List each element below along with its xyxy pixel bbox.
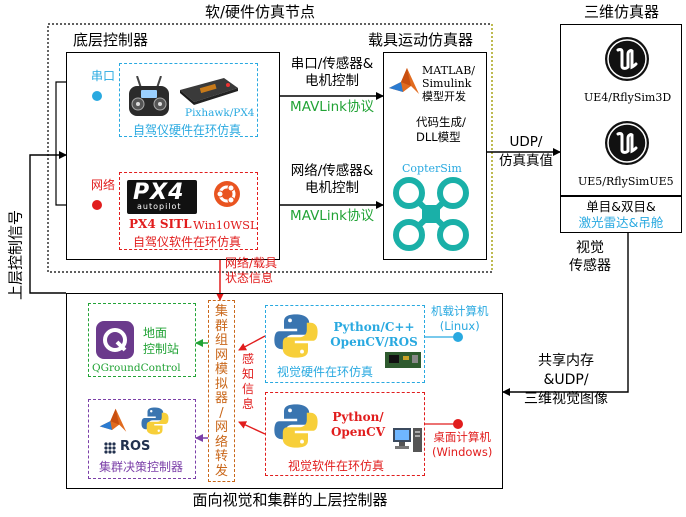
unreal-engine-icon	[604, 120, 650, 166]
upper-controller-title: 面向视觉和集群的上层控制器	[192, 491, 388, 509]
ubuntu-logo-icon	[213, 180, 241, 208]
python-icon	[272, 312, 320, 360]
perception-info-label: 感知 信息	[241, 352, 254, 411]
vision-hil-caption: 视觉硬件在环仿真	[277, 365, 374, 379]
qgc-name: QGroundControl	[92, 362, 181, 374]
vision-hil-stack-label: Python/C++ OpenCV/ROS	[330, 320, 418, 349]
udp-link-label: UDP/ 仿真真值	[499, 134, 553, 169]
sim-node-title: 软/硬件仿真节点	[205, 3, 316, 21]
upper-control-signal-label: 上层控制信号	[6, 209, 25, 301]
qgc-label: 地面 控制站	[143, 326, 180, 356]
qgroundcontrol-icon	[96, 321, 134, 359]
sil-port-label: 网络	[91, 178, 116, 192]
desktop-computer-label: 桌面计算机 (Windows)	[432, 430, 493, 459]
onboard-computer-label: 机载计算机 (Linux)	[431, 304, 489, 333]
vision-sensor-label: 视觉 传感器	[569, 240, 611, 274]
low-level-controller-title: 底层控制器	[73, 31, 149, 49]
network-port-dot	[92, 200, 102, 210]
cluster-emulator-box	[208, 300, 235, 482]
matlab-icon	[98, 407, 128, 437]
rc-transmitter-icon	[127, 75, 171, 118]
python-icon	[140, 406, 170, 436]
vision-sil-box	[265, 392, 425, 476]
matlab-icon	[387, 66, 421, 100]
ue5-label: UE5/RflySimUE5	[578, 175, 674, 188]
sim3d-divider	[560, 195, 682, 197]
shared-memory-label: 共享内存 &UDP/ 三维视觉图像	[524, 353, 608, 407]
vision-sil-caption: 视觉软件在环仿真	[288, 459, 385, 473]
python-icon	[272, 402, 320, 450]
shared-memory-line	[502, 233, 629, 396]
codegen-label: 代码生成/ DLL模型	[416, 115, 466, 145]
ros-icon: ROS	[103, 439, 159, 455]
mavlink-label-1: MAVLink协议	[290, 99, 374, 115]
swarm-caption: 集群决策控制器	[99, 460, 184, 474]
unreal-engine-icon	[604, 36, 650, 82]
upper-controller-box	[66, 293, 503, 489]
sil-caption: 自驾仪软件在环仿真	[133, 235, 242, 249]
net-status-label: 网络/载具 状态信息	[225, 256, 278, 285]
px4-logo-icon: PX4 autopilot	[127, 180, 197, 214]
quadcopter-icon	[393, 177, 469, 251]
sim3d-title: 三维仿真器	[584, 3, 660, 21]
upper-control-signal-line	[29, 151, 67, 294]
pixhawk-board-icon	[178, 76, 240, 106]
network-link-label: 网络/传感器& 电机控制	[290, 163, 374, 196]
swarm-controller-box	[88, 399, 196, 479]
desktop-port-dot	[453, 419, 463, 429]
pixhawk-label: Pixhawk/PX4	[185, 107, 255, 119]
matlab-label: MATLAB/ Simulink 模型开发	[422, 64, 475, 103]
serial-link-label: 串口/传感器& 电机控制	[290, 56, 374, 89]
coptersim-label: CopterSim	[402, 162, 462, 175]
desktop-computer-icon	[391, 424, 423, 456]
vision-hil-box	[265, 305, 425, 383]
qgc-box	[88, 303, 196, 377]
cluster-emulator-label: 集群 组网 模拟 器/ 网络 转发	[214, 304, 228, 479]
circuit-board-icon	[384, 350, 422, 370]
px4-sitl-label: PX4 SITL	[129, 217, 192, 231]
vehicle-sim-title: 载具运动仿真器	[368, 31, 474, 49]
ue4-label: UE4/RflySim3D	[584, 91, 672, 104]
hil-autopilot-box	[119, 63, 258, 137]
onboard-port-dot	[453, 332, 463, 342]
hil-port-label: 串口	[91, 69, 116, 83]
sensor-types-label: 单目&双目& 激光雷达&吊舱	[578, 199, 664, 230]
win10wsl-label: Win10WSL	[193, 218, 258, 232]
mavlink-label-2: MAVLink协议	[290, 208, 374, 224]
vision-sil-stack-label: Python/ OpenCV	[330, 410, 386, 439]
sil-autopilot-box	[119, 172, 258, 250]
low-level-controller	[66, 52, 280, 260]
serial-port-dot	[92, 91, 102, 101]
hil-caption: 自驾仪硬件在环仿真	[133, 123, 242, 137]
